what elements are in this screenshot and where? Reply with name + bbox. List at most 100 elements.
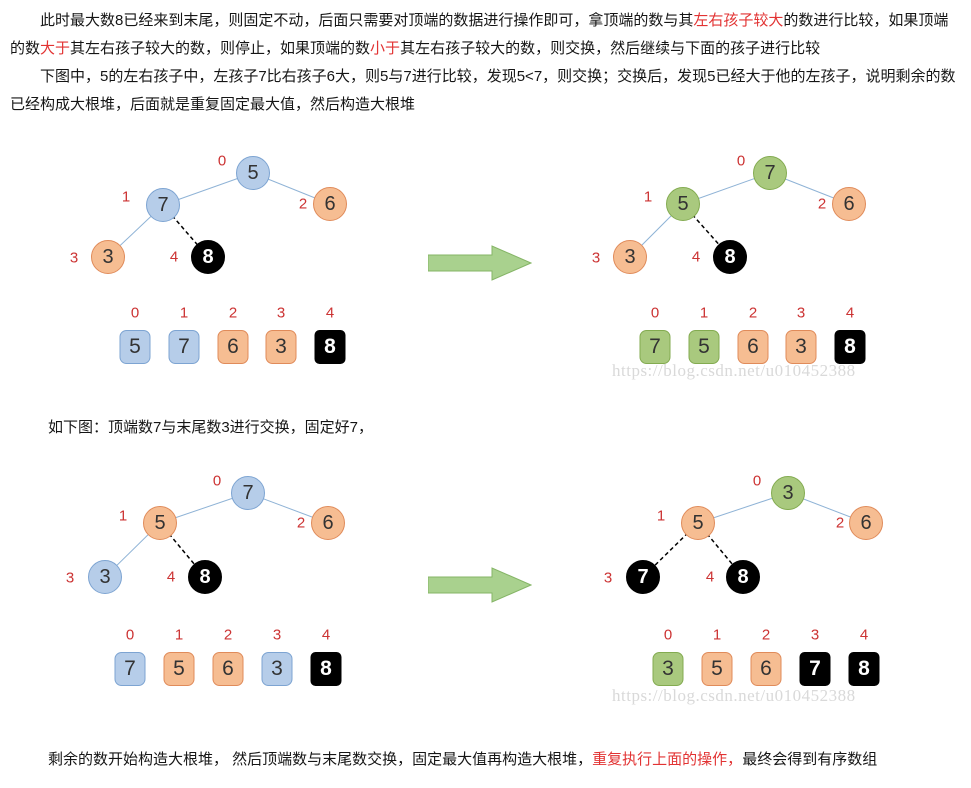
array-index-label: 3	[810, 626, 820, 644]
array-index-label: 1	[179, 304, 189, 322]
red-emphasis: 左右孩子较大	[693, 12, 784, 29]
array-cell: 3	[261, 652, 293, 686]
array-cell: 5	[163, 652, 195, 686]
text-segment: 的数进行比较，如果顶端的数	[10, 12, 949, 57]
node-index-label: 1	[643, 188, 653, 206]
tree-node: 5	[681, 506, 715, 540]
node-index-label: 3	[65, 569, 75, 587]
tree-node: 3	[771, 476, 805, 510]
node-index-label: 0	[217, 152, 227, 170]
node-index-label: 2	[817, 195, 827, 213]
array-cell: 8	[314, 330, 346, 364]
red-emphasis: 重复执行上面的操作，	[592, 751, 743, 768]
text-segment: 如下图：顶端数7与末尾数3进行交换，固定好7，	[48, 419, 374, 436]
array-index-label: 4	[845, 304, 855, 322]
node-index-label: 2	[298, 195, 308, 213]
array-index-label: 4	[325, 304, 335, 322]
tree-node: 8	[726, 560, 760, 594]
array-index-label: 2	[223, 626, 233, 644]
text-segment: 剩余的数开始构造大根堆， 然后顶端数与末尾数交换，固定最大值再构造大根堆，	[48, 751, 593, 768]
node-index-label: 4	[705, 568, 715, 586]
tree-node: 7	[626, 560, 660, 594]
tree-node: 8	[188, 560, 222, 594]
node-index-label: 4	[691, 248, 701, 266]
node-index-label: 4	[166, 568, 176, 586]
tree-node: 6	[313, 187, 347, 221]
watermark: https://blog.csdn.net/u010452388	[612, 686, 856, 705]
array-cell: 3	[265, 330, 297, 364]
paragraph-2: 下图中，5的左右孩子中，左孩子7比右孩子6大，则5与7进行比较，发现5<7，则交…	[10, 63, 962, 119]
tree-node: 3	[91, 240, 125, 274]
paragraph-1: 此时最大数8已经来到末尾，则固定不动，后面只需要对顶端的数据进行操作即可，拿顶端…	[10, 7, 962, 63]
node-index-label: 3	[603, 569, 613, 587]
tree-node: 5	[666, 187, 700, 221]
node-index-label: 2	[296, 514, 306, 532]
text-segment: 其左右孩子较大的数，则交换，然后继续与下面的孩子进行比较	[400, 40, 821, 57]
tree-node: 6	[849, 506, 883, 540]
text-segment: 其左右孩子较大的数，则停止，如果顶端的数	[70, 40, 371, 57]
array-cell: 5	[688, 330, 720, 364]
text-segment: 此时最大数8已经来到末尾，则固定不动，后面只需要对顶端的数据进行操作即可，拿顶端…	[40, 12, 694, 29]
array-cell: 5	[701, 652, 733, 686]
arrow-right-icon	[428, 245, 532, 281]
array-cell: 5	[119, 330, 151, 364]
array-index-label: 0	[663, 626, 673, 644]
tree-node: 5	[236, 156, 270, 190]
array-cell: 7	[168, 330, 200, 364]
array-cell: 8	[848, 652, 880, 686]
tree-node: 7	[753, 156, 787, 190]
array-cell: 3	[785, 330, 817, 364]
array-index-label: 3	[272, 626, 282, 644]
text-segment: 下图中，5的左右孩子中，左孩子7比右孩子6大，则5与7进行比较，发现5<7，则交…	[10, 68, 956, 113]
tree-node: 5	[143, 506, 177, 540]
array-cell: 6	[212, 652, 244, 686]
arrow-right-shape	[428, 567, 532, 603]
array-cell: 7	[639, 330, 671, 364]
node-index-label: 0	[736, 152, 746, 170]
array-cell: 8	[834, 330, 866, 364]
tree-node: 8	[713, 240, 747, 274]
array-cell: 6	[737, 330, 769, 364]
tree-node: 7	[231, 476, 265, 510]
array-cell: 6	[217, 330, 249, 364]
array-index-label: 0	[650, 304, 660, 322]
tree-node: 7	[146, 188, 180, 222]
text-segment: 最终会得到有序数组	[742, 751, 878, 768]
array-index-label: 2	[748, 304, 758, 322]
array-index-label: 3	[796, 304, 806, 322]
node-index-label: 1	[121, 188, 131, 206]
node-index-label: 0	[752, 472, 762, 490]
array-index-label: 1	[699, 304, 709, 322]
array-index-label: 2	[228, 304, 238, 322]
array-index-label: 2	[761, 626, 771, 644]
array-index-label: 3	[276, 304, 286, 322]
array-index-label: 4	[859, 626, 869, 644]
paragraph-3: 剩余的数开始构造大根堆， 然后顶端数与末尾数交换，固定最大值再构造大根堆，重复执…	[48, 746, 960, 774]
node-index-label: 1	[118, 507, 128, 525]
node-index-label: 4	[169, 248, 179, 266]
array-cell: 7	[799, 652, 831, 686]
array-index-label: 4	[321, 626, 331, 644]
array-index-label: 0	[125, 626, 135, 644]
tree-node: 3	[613, 240, 647, 274]
watermark: https://blog.csdn.net/u010452388	[612, 361, 856, 380]
arrow-right-icon	[428, 567, 532, 603]
node-index-label: 1	[656, 507, 666, 525]
tree-node: 3	[88, 560, 122, 594]
array-cell: 8	[310, 652, 342, 686]
array-index-label: 1	[174, 626, 184, 644]
node-index-label: 3	[69, 249, 79, 267]
red-emphasis: 大于	[40, 40, 71, 57]
node-index-label: 3	[591, 249, 601, 267]
array-cell: 3	[652, 652, 684, 686]
tree-node: 8	[191, 240, 225, 274]
tree-node: 6	[832, 187, 866, 221]
red-emphasis: 小于	[370, 40, 401, 57]
node-index-label: 2	[835, 514, 845, 532]
arrow-right-shape	[428, 245, 532, 281]
caption-middle: 如下图：顶端数7与末尾数3进行交换，固定好7，	[48, 414, 373, 442]
tree-node: 6	[311, 506, 345, 540]
array-cell: 6	[750, 652, 782, 686]
array-cell: 7	[114, 652, 146, 686]
